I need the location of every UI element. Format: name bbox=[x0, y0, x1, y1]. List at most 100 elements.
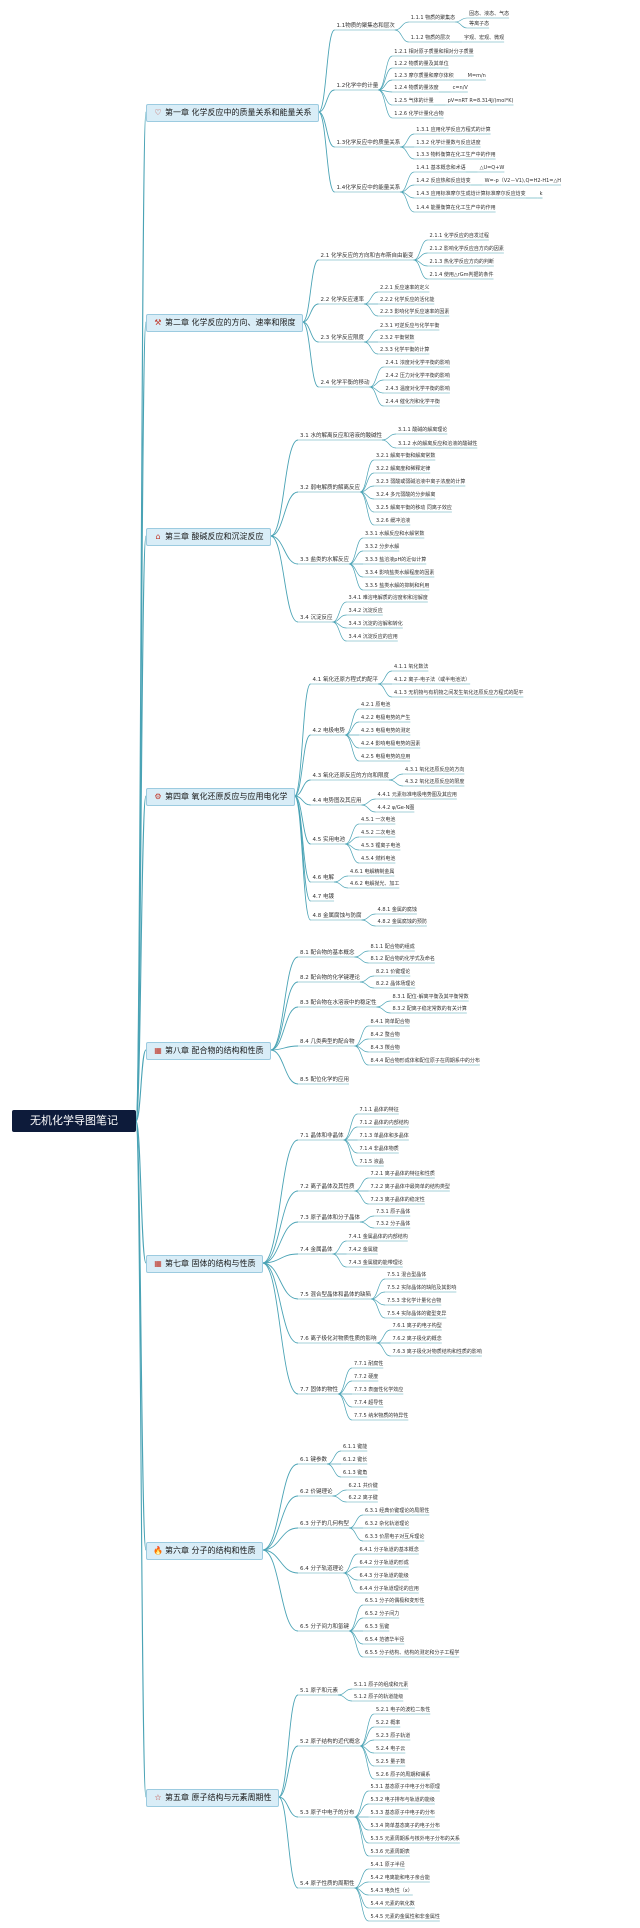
subsection-node[interactable]: 8.2.2 晶体场理论 bbox=[376, 981, 416, 987]
chapter-node[interactable]: 🔥第六章 分子的结构和性质 bbox=[146, 1542, 263, 1560]
subsection-node[interactable]: 3.3.5 盐类水解的抑制和利用 bbox=[365, 583, 430, 589]
subsection-node[interactable]: 8.4.3 羰合物 bbox=[370, 1045, 400, 1051]
subsection-node[interactable]: 4.2.2 电极电势的产生 bbox=[361, 715, 411, 721]
section-node[interactable]: 1.2化学中的计量 bbox=[336, 83, 379, 89]
subsection-node[interactable]: 7.1.4 非晶体物质 bbox=[359, 1146, 399, 1152]
section-node[interactable]: 7.1 晶体和非晶体 bbox=[300, 1133, 344, 1139]
subsection-node[interactable]: 1.4.1 基本概念和术语 bbox=[416, 165, 466, 171]
section-node[interactable]: 8.4 几类典型的配合物 bbox=[300, 1039, 355, 1045]
section-node[interactable]: 2.3 化学反应限度 bbox=[320, 335, 365, 341]
subsection-node[interactable]: 2.3.1 可逆反应与化学平衡 bbox=[380, 323, 440, 329]
leaf-node[interactable]: c=n/V bbox=[452, 85, 468, 91]
subsection-node[interactable]: 8.1.1 配合物的组成 bbox=[370, 944, 415, 950]
subsection-node[interactable]: 7.6.3 离子极化对物质结构和性质的影响 bbox=[392, 1349, 482, 1355]
subsection-node[interactable]: 6.3.1 经典价键理论的局限性 bbox=[365, 1508, 430, 1514]
subsection-node[interactable]: 8.4.1 简单配合物 bbox=[370, 1019, 410, 1025]
subsection-node[interactable]: 7.2.3 离子晶体的稳定性 bbox=[370, 1197, 425, 1203]
subsection-node[interactable]: 5.1.1 原子的组成和元素 bbox=[354, 1682, 409, 1688]
subsection-node[interactable]: 3.3.2 分步水解 bbox=[365, 544, 400, 550]
subsection-node[interactable]: 7.7.4 超导性 bbox=[354, 1400, 384, 1406]
subsection-node[interactable]: 3.4.1 难溶电解质的溶度积和溶解度 bbox=[348, 595, 428, 601]
subsection-node[interactable]: 3.4.3 沉淀的溶解和转化 bbox=[348, 621, 403, 627]
subsection-node[interactable]: 7.6.1 离子的电子构型 bbox=[392, 1323, 442, 1329]
subsection-node[interactable]: 7.5.3 非化学计量化合物 bbox=[387, 1298, 442, 1304]
subsection-node[interactable]: 4.2.3 电极电势的测定 bbox=[361, 728, 411, 734]
subsection-node[interactable]: 2.1.2 影响化学反应自方向的因素 bbox=[429, 246, 504, 252]
leaf-node[interactable]: k bbox=[539, 191, 543, 197]
leaf-node[interactable]: W=-p（V2－V1),Q=H2-H1=△H bbox=[484, 178, 562, 184]
section-node[interactable]: 8.1 配合物的基本概念 bbox=[300, 950, 355, 956]
section-node[interactable]: 6.3 分子的几何构型 bbox=[300, 1521, 349, 1527]
subsection-node[interactable]: 5.2.6 原子的周期和镧系 bbox=[376, 1772, 431, 1778]
subsection-node[interactable]: 3.3.3 盐溶液pH的近似计算 bbox=[365, 557, 427, 563]
subsection-node[interactable]: 2.1.1 化学反应的自发过程 bbox=[429, 233, 489, 239]
subsection-node[interactable]: 3.4.4 沉淀反应的应用 bbox=[348, 634, 398, 640]
section-node[interactable]: 4.6 电解 bbox=[312, 875, 335, 881]
subsection-node[interactable]: 5.4.1 原子半径 bbox=[370, 1862, 405, 1868]
subsection-node[interactable]: 1.4.3 应用标准摩尔生成焓计算标准摩尔反应焓变 bbox=[416, 191, 526, 197]
subsection-node[interactable]: 1.2.4 物质的量浓度 bbox=[394, 85, 439, 91]
subsection-node[interactable]: 4.2.5 电极电势的应用 bbox=[361, 754, 411, 760]
subsection-node[interactable]: 6.4.4 分子轨道理论的应用 bbox=[359, 1586, 419, 1592]
subsection-node[interactable]: 4.2.1 原电池 bbox=[361, 702, 391, 708]
subsection-node[interactable]: 1.2.6 化学计量化合物 bbox=[394, 111, 444, 117]
subsection-node[interactable]: 8.4.4 配合物形成体和配位原子在周期系中的分布 bbox=[370, 1058, 480, 1064]
subsection-node[interactable]: 1.3.3 物料衡算在化工生产中的作用 bbox=[416, 152, 496, 158]
subsection-node[interactable]: 7.5.4 实际晶体的键型变异 bbox=[387, 1311, 447, 1317]
subsection-node[interactable]: 5.2.5 量子数 bbox=[376, 1759, 406, 1765]
subsection-node[interactable]: 8.4.2 螯合物 bbox=[370, 1032, 400, 1038]
section-node[interactable]: 7.2 离子晶体及其性质 bbox=[300, 1184, 355, 1190]
section-node[interactable]: 7.5 混合型晶体和晶体的缺陷 bbox=[300, 1292, 371, 1298]
subsection-node[interactable]: 6.2.1 共价键 bbox=[348, 1483, 378, 1489]
subsection-node[interactable]: 6.5.3 氢键 bbox=[365, 1624, 390, 1630]
subsection-node[interactable]: 2.2.2 化学反应的活化能 bbox=[380, 297, 435, 303]
subsection-node[interactable]: 4.5.3 锂离子电池 bbox=[361, 843, 401, 849]
leaf-node[interactable]: △U=Q+W bbox=[479, 165, 505, 171]
section-node[interactable]: 8.5 配位化学的应用 bbox=[300, 1077, 349, 1083]
subsection-node[interactable]: 7.1.2 晶体的内部结构 bbox=[359, 1120, 409, 1126]
subsection-node[interactable]: 5.2.3 原子轨道 bbox=[376, 1733, 411, 1739]
subsection-node[interactable]: 1.2.2 物质的量及其单位 bbox=[394, 61, 449, 67]
leaf-node[interactable]: 宇观、宏观、微观 bbox=[464, 35, 505, 41]
subsection-node[interactable]: 7.4.1 金属晶体的内部结构 bbox=[348, 1234, 408, 1240]
section-node[interactable]: 4.1 氧化还原方程式的配平 bbox=[312, 677, 379, 683]
subsection-node[interactable]: 7.5.1 混合型晶体 bbox=[387, 1272, 427, 1278]
section-node[interactable]: 4.8 金属腐蚀与防腐 bbox=[312, 913, 362, 919]
subsection-node[interactable]: 7.4.3 金属键的能带理论 bbox=[348, 1260, 403, 1266]
subsection-node[interactable]: 8.3.1 配位-解离平衡及其平衡常数 bbox=[392, 994, 469, 1000]
subsection-node[interactable]: 7.1.1 晶体的特征 bbox=[359, 1107, 399, 1113]
subsection-node[interactable]: 2.4.4 催化剂和化学平衡 bbox=[385, 399, 440, 405]
subsection-node[interactable]: 5.3.6 元素周期表 bbox=[370, 1849, 410, 1855]
subsection-node[interactable]: 2.2.3 影响化学反应速率的因素 bbox=[380, 309, 450, 315]
subsection-node[interactable]: 5.3.5 元素周期系与核外电子分布的关系 bbox=[370, 1836, 460, 1842]
chapter-node[interactable]: ☆第五章 原子结构与元素周期性 bbox=[146, 1789, 279, 1807]
section-node[interactable]: 5.2 原子结构的近代概念 bbox=[300, 1739, 360, 1745]
subsection-node[interactable]: 7.4.2 金属键 bbox=[348, 1247, 378, 1253]
chapter-node[interactable]: ⚙第四章 氧化还原反应与应用电化学 bbox=[146, 788, 295, 806]
section-node[interactable]: 6.2 价键理论 bbox=[300, 1489, 333, 1495]
subsection-node[interactable]: 8.2.1 价键理论 bbox=[376, 969, 411, 975]
section-node[interactable]: 3.2 弱电解质的解离反应 bbox=[300, 485, 360, 491]
subsection-node[interactable]: 1.4.2 反应热和反应焓变 bbox=[416, 178, 471, 184]
chapter-node[interactable]: ▦第八章 配合物的结构和性质 bbox=[146, 1042, 271, 1060]
section-node[interactable]: 8.2 配合物的化学键理论 bbox=[300, 975, 360, 981]
section-node[interactable]: 4.5 实用电池 bbox=[312, 837, 346, 843]
subsection-node[interactable]: 1.3.1 应用化学反应方程式的计算 bbox=[416, 127, 491, 133]
subsection-node[interactable]: 4.4.1 元素标准电极电势图及其应用 bbox=[377, 792, 457, 798]
chapter-node[interactable]: ⌂第三章 酸碱反应和沉淀反应 bbox=[146, 528, 271, 546]
section-node[interactable]: 4.7 电镀 bbox=[312, 894, 335, 900]
subsection-node[interactable]: 1.2.1 相对原子质量和相对分子质量 bbox=[394, 49, 474, 55]
subsection-node[interactable]: 2.4.2 压力对化学平衡的影响 bbox=[385, 373, 450, 379]
section-node[interactable]: 1.4化学反应中的能量关系 bbox=[336, 185, 401, 191]
subsection-node[interactable]: 6.2.2 离子键 bbox=[348, 1495, 378, 1501]
subsection-node[interactable]: 4.3.1 氧化还原反应的方向 bbox=[405, 767, 465, 773]
subsection-node[interactable]: 6.3.3 价层电子对互斥理论 bbox=[365, 1534, 425, 1540]
subsection-node[interactable]: 3.2.2 解离度和稀释定律 bbox=[376, 466, 431, 472]
section-node[interactable]: 7.4 金属晶体 bbox=[300, 1247, 333, 1253]
subsection-node[interactable]: 5.2.2 概率 bbox=[376, 1720, 401, 1726]
subsection-node[interactable]: 7.7.1 耐腐性 bbox=[354, 1361, 384, 1367]
subsection-node[interactable]: 3.3.1 水解反应和水解常数 bbox=[365, 531, 425, 537]
leaf-node[interactable]: pV=nRT R=8.314J/(mol*K) bbox=[447, 98, 514, 104]
section-node[interactable]: 6.1 键参数 bbox=[300, 1457, 327, 1463]
root-node[interactable]: 无机化学导图笔记 bbox=[12, 1110, 136, 1132]
